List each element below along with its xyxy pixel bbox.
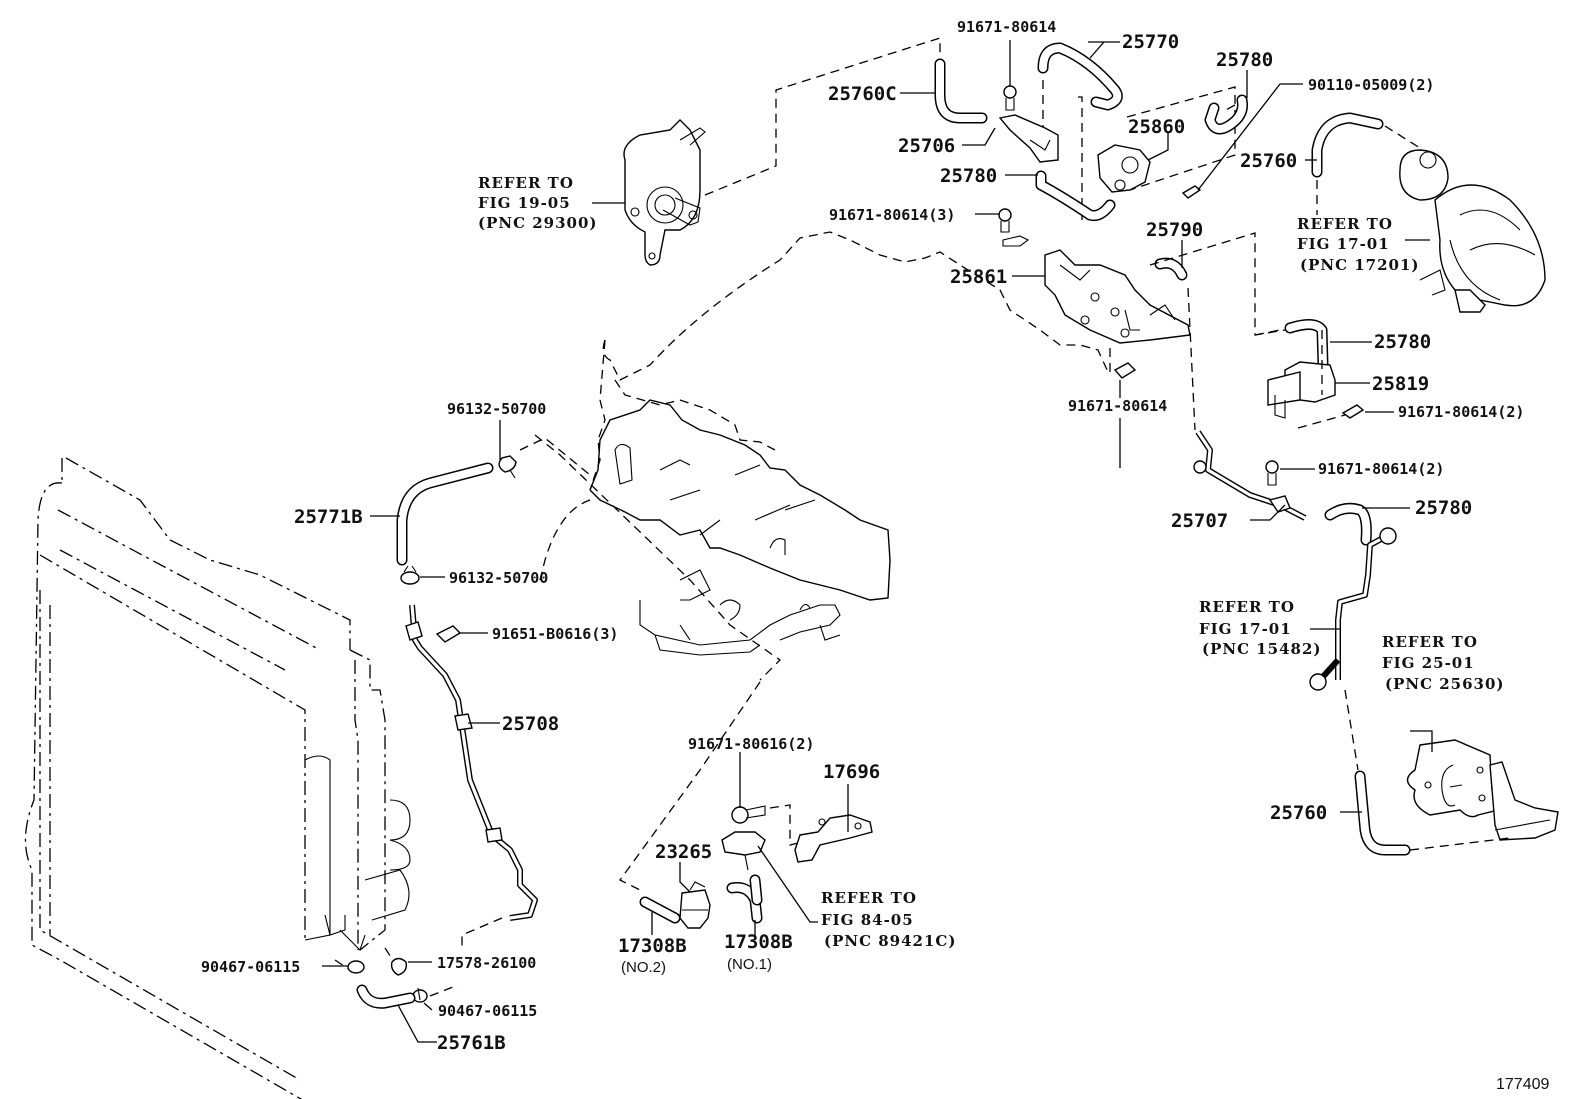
part-label[interactable]: 90110-05009(2) [1308, 76, 1434, 94]
bolt-icon [1181, 185, 1202, 199]
part-label[interactable]: 17696 [823, 761, 880, 783]
part-label[interactable]: 25861 [950, 266, 1007, 288]
part-label[interactable]: 25760 [1240, 150, 1297, 172]
reference-line[interactable]: FIG 25-01 [1382, 654, 1475, 672]
part-label[interactable]: 25790 [1146, 219, 1203, 241]
part-label[interactable]: 25780 [1415, 497, 1472, 519]
part-label[interactable]: 91671-80616(2) [688, 735, 814, 753]
bolt-icon [1113, 362, 1137, 379]
part-label[interactable]: 90467-06115 [438, 1002, 537, 1020]
part-label[interactable]: 17308B [618, 935, 687, 957]
bracket-25861 [998, 208, 1286, 431]
bracket-25707 [1193, 430, 1397, 771]
left-hose-cluster [334, 437, 591, 1009]
part-label[interactable]: 25760 [1270, 802, 1327, 824]
part-label[interactable]: 96132-50700 [449, 569, 548, 587]
bolt-icon [435, 625, 462, 643]
bolt-icon [731, 805, 766, 824]
part-label[interactable]: 25780 [1374, 331, 1431, 353]
reference-line: (PNC 15482) [1202, 640, 1322, 658]
reference-line[interactable]: FIG 17-01 [1297, 235, 1390, 253]
bottom-center-cluster [619, 681, 873, 929]
screw-icon [1003, 85, 1017, 111]
part-label[interactable]: 90467-06115 [201, 958, 300, 976]
part-label[interactable]: 96132-50700 [447, 400, 546, 418]
screw-icon [1265, 460, 1279, 486]
part-sublabel: (NO.2) [621, 959, 666, 976]
leader-lines [322, 40, 1433, 1043]
egr-valve [1354, 739, 1559, 856]
reference-line: (PNC 25630) [1385, 675, 1505, 693]
part-label[interactable]: 91671-80614(3) [829, 206, 955, 224]
part-label[interactable]: 91671-80614 [1068, 397, 1167, 415]
part-labels: 25770 91671-80614 25780 90110-05009(2) 2… [201, 18, 1524, 1054]
reference-line: REFER TO [1199, 598, 1295, 616]
part-label[interactable]: 17578-26100 [437, 954, 536, 972]
hose-clamp-icon [347, 960, 365, 974]
reference-line: REFER TO [821, 889, 917, 907]
part-label[interactable]: 25707 [1171, 510, 1228, 532]
reference-line: (PNC 89421C) [824, 932, 956, 950]
top-hose-cluster [934, 42, 1248, 221]
reference-line[interactable]: FIG 17-01 [1199, 620, 1292, 638]
part-label[interactable]: 25761B [437, 1032, 506, 1054]
hose-fitting-icon [390, 957, 408, 976]
reference-note: REFER TO FIG 19-05 (PNC 29300) [478, 174, 598, 232]
reference-line[interactable]: FIG 84-05 [821, 911, 914, 929]
part-label[interactable]: 17308B [724, 931, 793, 953]
reference-line: (PNC 29300) [478, 214, 598, 232]
part-label[interactable]: 25819 [1372, 373, 1429, 395]
part-label[interactable]: 25780 [940, 165, 997, 187]
reference-note: REFER TO FIG 17-01 (PNC 15482) [1199, 598, 1322, 658]
screw-icon [998, 208, 1012, 233]
part-label[interactable]: 25706 [898, 135, 955, 157]
vsv-25819 [1254, 319, 1365, 429]
engine-block [534, 231, 1109, 681]
figure-number: 177409 [1496, 1076, 1549, 1093]
radiator-assembly [24, 457, 411, 1099]
part-label[interactable]: 25780 [1216, 49, 1273, 71]
part-label[interactable]: 91671-80614(2) [1318, 460, 1444, 478]
part-label[interactable]: 25771B [294, 506, 363, 528]
reference-note: REFER TO FIG 25-01 (PNC 25630) [1382, 633, 1505, 693]
part-label[interactable]: 25770 [1122, 31, 1179, 53]
part-label[interactable]: 91651-B0616(3) [492, 625, 618, 643]
part-label[interactable]: 25860 [1128, 116, 1185, 138]
part-label[interactable]: 23265 [655, 841, 712, 863]
reference-line[interactable]: FIG 19-05 [478, 194, 571, 212]
hose-clamp-icon [498, 455, 517, 479]
reference-note: REFER TO FIG 84-05 (PNC 89421C) [821, 889, 956, 950]
reference-line: REFER TO [478, 174, 574, 192]
part-label[interactable]: 91671-80614 [957, 18, 1056, 36]
reference-line: REFER TO [1382, 633, 1478, 651]
hose-clamp-icon [400, 565, 420, 585]
bolt-icon [1341, 404, 1365, 419]
part-sublabel: (NO.1) [727, 956, 772, 973]
part-label[interactable]: 25760C [828, 83, 897, 105]
turbocharger [1311, 112, 1546, 313]
part-label[interactable]: 25708 [502, 713, 559, 735]
reference-line: REFER TO [1297, 215, 1393, 233]
reference-line: (PNC 17201) [1300, 256, 1420, 274]
reference-note: REFER TO FIG 17-01 (PNC 17201) [1297, 215, 1420, 274]
part-label[interactable]: 91671-80614(2) [1398, 403, 1524, 421]
vacuum-pump [623, 37, 941, 266]
